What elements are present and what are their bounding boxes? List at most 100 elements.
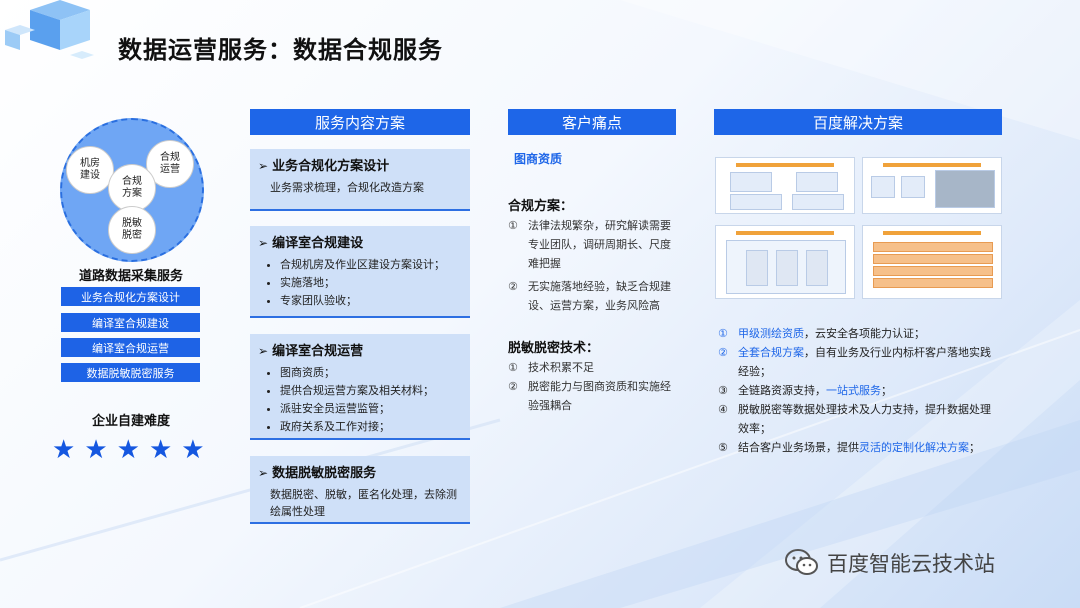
thumbnail-block [901, 176, 925, 198]
thumbnail-block [776, 250, 798, 286]
card-title: ➢编译室合规建设 [258, 232, 460, 251]
thumbnail-block [730, 194, 782, 210]
solution-thumbnail-3 [715, 225, 855, 299]
card-text: 业务需求梳理，合规化改造方案 [270, 181, 424, 194]
item-number: ② [508, 280, 518, 293]
left-heading: 道路数据采集服务 [78, 269, 183, 284]
card-list: 图商资质； 提供合规运营方案及相关材料； 派驻安全员运营监管； 政府关系及工作对… [258, 364, 460, 436]
thumbnail-header-bar [736, 231, 834, 235]
left-button-room-build[interactable]: 编译室合规建设 [61, 313, 200, 332]
venn-label: 机房 建设 [80, 158, 100, 181]
service-card-room-ops: ➢编译室合规运营 图商资质； 提供合规运营方案及相关材料； 派驻安全员运营监管；… [250, 334, 470, 440]
item-number: ④ [718, 403, 728, 416]
list-item: 实施落地； [280, 274, 460, 292]
venn-circle-desensitize: 脱敏 脱密 [108, 206, 156, 254]
solution-thumbnail-4 [862, 225, 1002, 299]
item-text: ，自有业务及行业内标杆客户落地实践经验； [738, 346, 991, 378]
difficulty-stars: ★ ★ ★ ★ ★ [52, 437, 205, 463]
pain-section1-title: 合规方案： [508, 199, 574, 214]
thumbnail-photo [935, 170, 995, 208]
venn-label: 脱敏 脱密 [122, 218, 142, 241]
card-title: ➢业务合规化方案设计 [258, 155, 460, 174]
item-number: ① [508, 361, 518, 374]
pain-section2-title: 脱敏脱密技术： [508, 341, 600, 356]
column-header-service: 服务内容方案 [250, 109, 470, 135]
item-text: ； [881, 384, 892, 397]
item-number: ② [508, 380, 518, 393]
card-list: 合规机房及作业区建设方案设计； 实施落地； 专家团队验收； [258, 256, 460, 310]
arrow-icon: ➢ [258, 344, 269, 358]
item-text: ； [969, 441, 980, 454]
list-item: ② 脱密能力与图商资质和实施经验强耦合 [508, 377, 676, 415]
item-number: ⑤ [718, 441, 728, 454]
item-text: 全链路资源支持， [738, 384, 826, 397]
list-item: ① 技术积累不足 [508, 358, 676, 377]
item-highlight: 全套合规方案 [738, 346, 804, 359]
list-item: ⑤ 结合客户业务场景，提供灵活的定制化解决方案； [718, 438, 993, 457]
service-card-room-build: ➢编译室合规建设 合规机房及作业区建设方案设计； 实施落地； 专家团队验收； [250, 226, 470, 318]
item-text: 结合客户业务场景，提供 [738, 441, 859, 454]
star-icon: ★ [181, 435, 205, 465]
watermark-text: 百度智能云技术站 [827, 552, 995, 576]
service-card-business: ➢业务合规化方案设计 业务需求梳理，合规化改造方案 [250, 149, 470, 211]
venn-label: 合规 运营 [160, 152, 180, 175]
arrow-icon: ➢ [258, 466, 269, 480]
solution-thumbnail-1 [715, 157, 855, 214]
venn-diagram: 机房 建设 合规 运营 合规 方案 脱敏 脱密 [60, 118, 204, 262]
column-header-pain: 客户痛点 [508, 109, 676, 135]
item-text: ，云安全各项能力认证； [804, 327, 925, 340]
item-highlight: 一站式服务 [826, 384, 881, 397]
thumbnail-block [796, 172, 838, 192]
card-title-text: 业务合规化方案设计 [272, 159, 390, 174]
arrow-icon: ➢ [258, 236, 269, 250]
thumbnail-block [873, 278, 993, 288]
pain-subtitle: 图商资质 [514, 152, 563, 166]
left-button-desensitize[interactable]: 数据脱敏脱密服务 [61, 363, 200, 382]
list-item: 合规机房及作业区建设方案设计； [280, 256, 460, 274]
list-item: 派驻安全员运营监管； [280, 400, 460, 418]
thumbnail-header-bar [883, 163, 981, 167]
card-title: ➢编译室合规运营 [258, 340, 460, 359]
list-item: ④ 脱敏脱密等数据处理技术及人力支持，提升数据处理效率； [718, 400, 993, 438]
venn-circle-machine-room: 机房 建设 [66, 146, 114, 194]
venn-circle-compliance-plan: 合规 方案 [108, 164, 156, 212]
item-highlight: 灵活的定制化解决方案 [859, 441, 969, 454]
page-title: 数据运营服务：数据合规服务 [118, 36, 443, 64]
thumbnail-block [871, 176, 895, 198]
thumbnail-block [792, 194, 844, 210]
list-item: 图商资质； [280, 364, 460, 382]
list-item: 政府关系及工作对接； [280, 418, 460, 436]
list-item: 提供合规运营方案及相关材料； [280, 382, 460, 400]
card-title: ➢数据脱敏脱密服务 [258, 462, 460, 481]
thumbnail-header-bar [883, 231, 981, 235]
item-text: 脱敏脱密等数据处理技术及人力支持，提升数据处理效率； [738, 403, 991, 435]
watermark: 百度智能云技术站 [785, 548, 995, 578]
star-icon: ★ [148, 435, 173, 465]
item-text: 脱密能力与图商资质和实施经验强耦合 [528, 380, 671, 412]
thumbnail-block [873, 266, 993, 276]
thumbnail-header-bar [736, 163, 834, 167]
item-number: ① [718, 327, 728, 340]
solution-thumbnail-2 [862, 157, 1002, 214]
venn-label: 合规 方案 [122, 176, 142, 199]
left-button-room-ops[interactable]: 编译室合规运营 [61, 338, 200, 357]
wechat-icon [785, 549, 818, 575]
item-text: 技术积累不足 [528, 361, 594, 374]
list-item: ① 甲级测绘资质，云安全各项能力认证； [718, 324, 993, 343]
solution-list: ① 甲级测绘资质，云安全各项能力认证； ② 全套合规方案，自有业务及行业内标杆客户落… [718, 324, 993, 457]
service-card-desensitize: ➢数据脱敏脱密服务 数据脱密、脱敏，匿名化处理，去除测绘属性处理 [250, 456, 470, 524]
card-title-text: 编译室合规建设 [272, 236, 364, 251]
card-title-text: 数据脱敏脱密服务 [272, 466, 377, 481]
item-number: ② [718, 346, 728, 359]
thumbnail-block [806, 250, 828, 286]
item-text: 无实施落地经验，缺乏合规建设、运营方案，业务风险高 [528, 280, 671, 312]
star-icon: ★ [52, 435, 76, 465]
item-highlight: 甲级测绘资质 [738, 327, 804, 340]
list-item: ② 无实施落地经验，缺乏合规建设、运营方案，业务风险高 [508, 277, 676, 315]
left-button-business-design[interactable]: 业务合规化方案设计 [61, 287, 200, 306]
thumbnail-block [746, 250, 768, 286]
star-icon: ★ [116, 435, 140, 465]
